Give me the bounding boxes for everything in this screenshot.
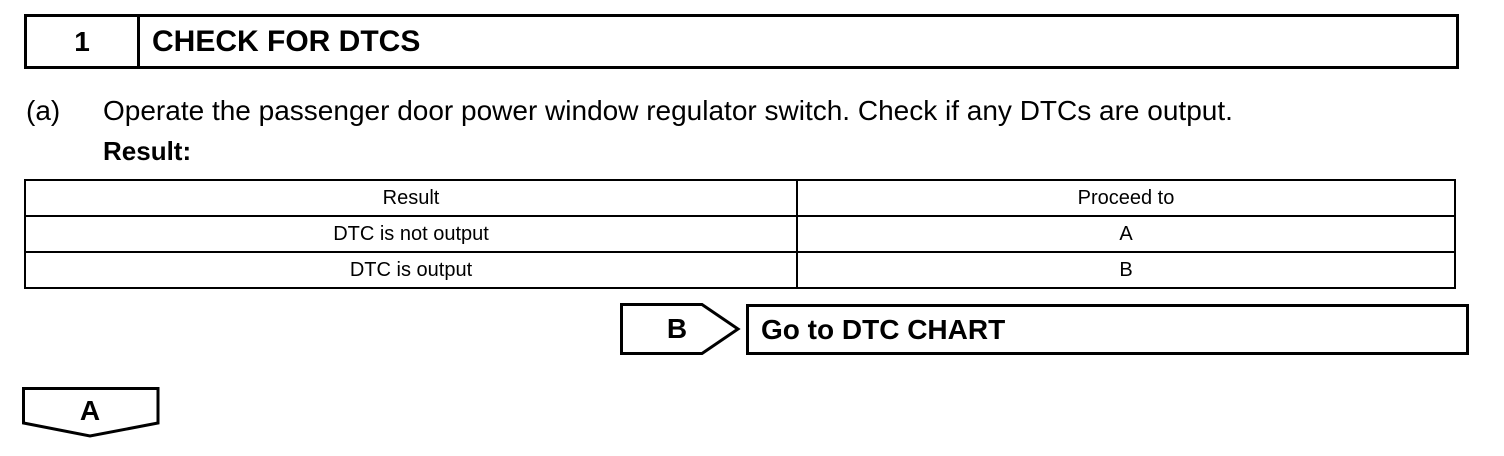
result-label: Result:: [103, 136, 192, 166]
branch-b-arrow-icon: [620, 303, 741, 355]
table-cell-proceed-to: A: [796, 215, 1456, 253]
branch-a-label: A: [79, 395, 101, 426]
column-header-proceed-to: Proceed to: [796, 179, 1456, 217]
step-title: CHECK FOR DTCS: [152, 24, 421, 58]
table-cell-result: DTC is output: [24, 251, 798, 289]
result-table: Result Proceed to DTC is not output A DT…: [24, 179, 1456, 289]
branch-a-arrow-icon: [22, 387, 160, 438]
goto-dtc-chart-box: Go to DTC CHART: [746, 304, 1469, 355]
table-cell-result: DTC is not output: [24, 215, 798, 253]
branch-b-label: B: [666, 313, 688, 344]
table-row: DTC is not output A: [24, 215, 1456, 253]
instruction-text: Operate the passenger door power window …: [103, 95, 1233, 126]
instruction-label: (a): [26, 95, 61, 126]
table-header-row: Result Proceed to: [24, 179, 1456, 217]
table-row: DTC is output B: [24, 251, 1456, 289]
step-number: 1: [27, 17, 140, 66]
table-cell-proceed-to: B: [796, 251, 1456, 289]
column-header-result: Result: [24, 179, 798, 217]
step-header: 1 CHECK FOR DTCS: [24, 14, 1459, 69]
